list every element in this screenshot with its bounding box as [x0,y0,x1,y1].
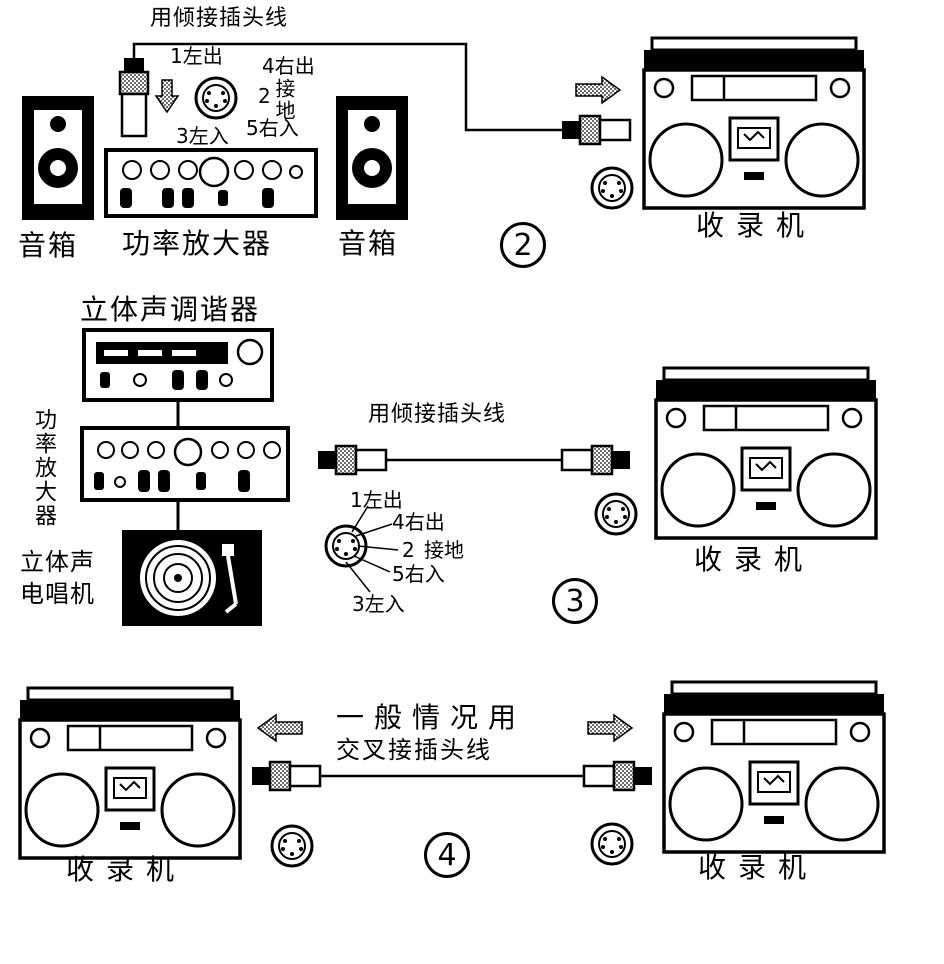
arrow-right-2 [575,76,621,104]
pin1-label-2: 1左出 [170,44,223,68]
section-number-4: 4 [424,832,470,878]
speaker-right-label-2: 音箱 [338,227,399,260]
pin2-text-2: 接地 [272,78,296,122]
din-socket-4-left [270,824,314,868]
din-socket-2b [590,166,634,210]
tuner-label-3: 立体声调谐器 [80,293,261,326]
pin4-label-3: 4右出 [392,510,445,534]
recorder-label-4-left: 收录机 [66,853,187,886]
section-number-3: 3 [552,578,598,624]
pin2-text-3: 接地 [424,538,464,562]
recorder-label-3: 收录机 [694,543,815,576]
pin5-label-3: 5右入 [392,562,445,586]
turntable-label-line1: 立体声 [20,548,95,576]
pin3-label-2: 3左入 [176,124,229,148]
tuner-3 [82,328,274,402]
recorder-4-left [18,686,242,860]
pin1-label-3: 1左出 [350,488,403,512]
plug-2 [560,114,632,146]
arrow-left-4 [257,714,303,742]
pin4-label-2: 4右出 [262,54,315,78]
recorder-4-right [662,680,886,854]
plug-3-left [316,444,388,476]
turntable-3 [122,530,262,626]
din-socket-4-right [590,822,634,866]
cable-2 [132,42,562,132]
speaker-left-label-2: 音箱 [18,229,79,262]
amplifier-label-2: 功率放大器 [122,227,273,260]
cable-label-4-line2: 交叉接插头线 [336,736,492,764]
amplifier-label-3: 功率放大器 [31,408,56,528]
recorder-3 [654,366,878,540]
section-number-2: 2 [500,222,546,268]
din-socket-3b [594,492,638,536]
recorder-label-2: 收录机 [696,209,817,242]
recorder-2 [642,36,866,210]
plug-4-right [582,760,654,792]
din-socket-2 [194,76,238,120]
pin2-num-3: 2 [402,538,415,562]
amplifier-2 [104,148,318,218]
pin5-label-2: 5右入 [246,116,299,140]
arrow-right-4 [587,714,633,742]
pin3-label-3: 3左入 [352,592,405,616]
cable-label-2: 用倾接插头线 [150,6,289,31]
down-arrow-2 [154,79,180,114]
cable-label-4-line1: 一般情况用 [336,701,527,734]
speaker-left-2 [22,96,94,220]
plug-3-right [560,444,632,476]
cable-label-3: 用倾接插头线 [368,402,507,427]
pin2-num-2: 2 [258,84,271,108]
speaker-right-2 [336,96,408,220]
plug-4-left [250,760,322,792]
amplifier-3 [80,426,290,502]
vertical-plug-2 [118,58,150,138]
recorder-label-4-right: 收录机 [698,851,819,884]
turntable-label-line2: 电唱机 [20,580,95,608]
